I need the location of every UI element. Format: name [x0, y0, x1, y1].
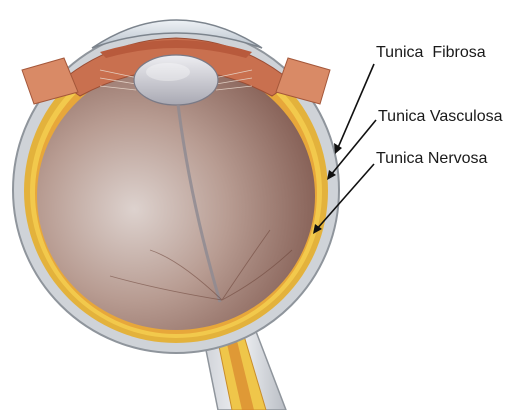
label-tunica-vasculosa: Tunica Vasculosa	[378, 108, 503, 126]
arrowhead-fibrosa	[334, 143, 342, 154]
lens-highlight	[146, 63, 190, 81]
pointer-fibrosa	[337, 64, 374, 150]
label-tunica-nervosa: Tunica Nervosa	[376, 150, 487, 168]
label-tunica-fibrosa: Tunica Fibrosa	[376, 44, 486, 62]
